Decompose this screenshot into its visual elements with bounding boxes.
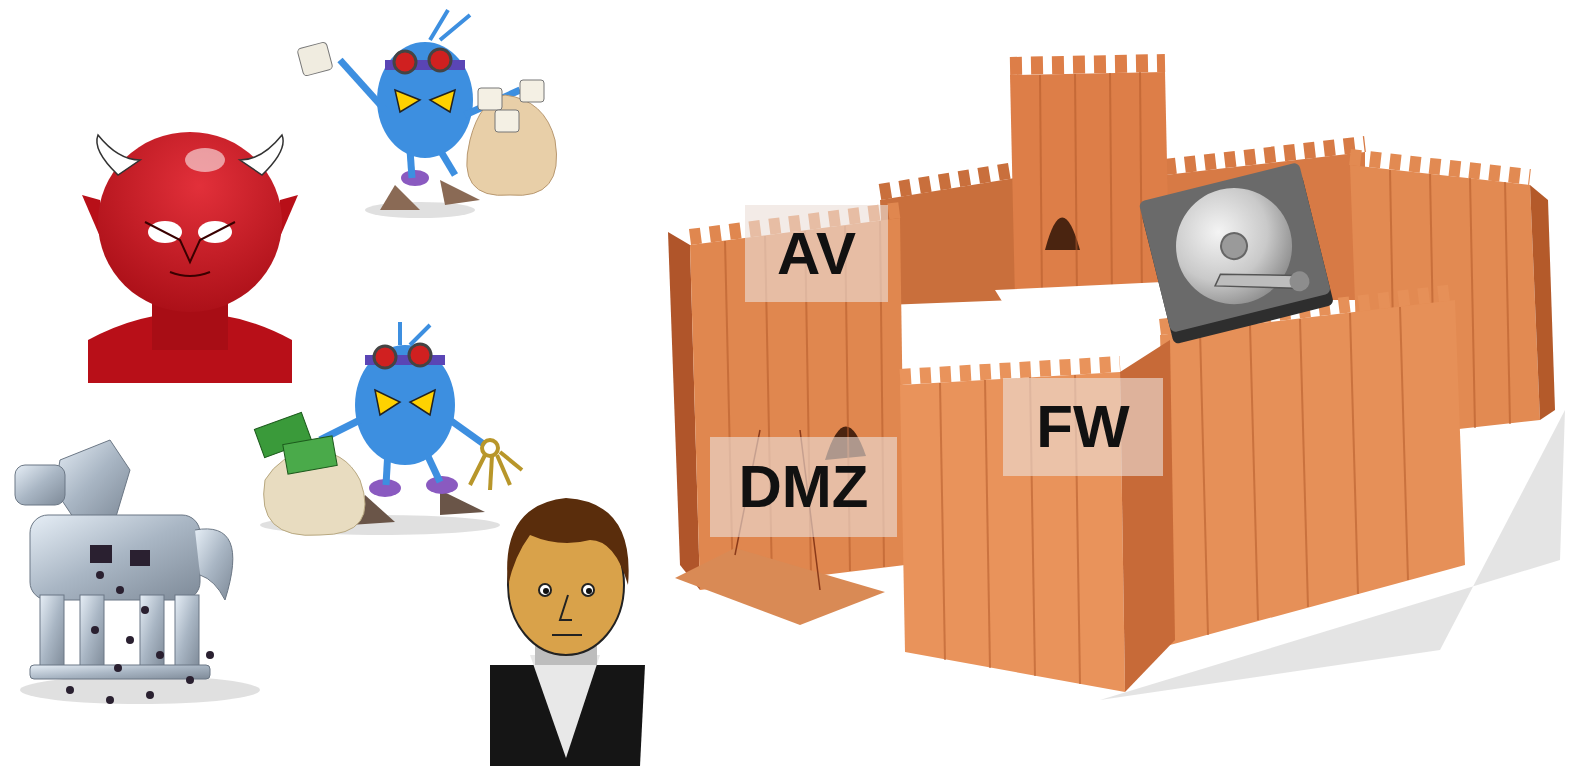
label-box: DMZ — [710, 437, 897, 537]
castle-wall — [1160, 300, 1465, 645]
battlement — [880, 170, 1015, 192]
gate — [1045, 218, 1080, 251]
planks — [1040, 72, 1142, 300]
label-box: FW — [1003, 378, 1163, 476]
label-box: AV — [745, 205, 888, 302]
castle — [668, 63, 1565, 700]
box-label: AV — [777, 224, 856, 284]
box-label: FW — [1036, 397, 1129, 457]
drawbridge — [675, 548, 885, 625]
battlement — [1010, 63, 1165, 66]
trojan-horse — [15, 440, 260, 704]
devil — [82, 132, 298, 383]
castle-tower — [1010, 72, 1170, 300]
battlement — [1350, 157, 1530, 177]
castle-side — [1530, 185, 1555, 420]
battlement — [900, 364, 1120, 377]
box-label: DMZ — [739, 457, 869, 517]
person — [490, 498, 645, 766]
battlement — [1165, 144, 1365, 167]
hard-disk — [1139, 162, 1335, 345]
planks — [1200, 307, 1408, 635]
gremlin — [297, 10, 557, 218]
gremlin — [254, 322, 522, 535]
